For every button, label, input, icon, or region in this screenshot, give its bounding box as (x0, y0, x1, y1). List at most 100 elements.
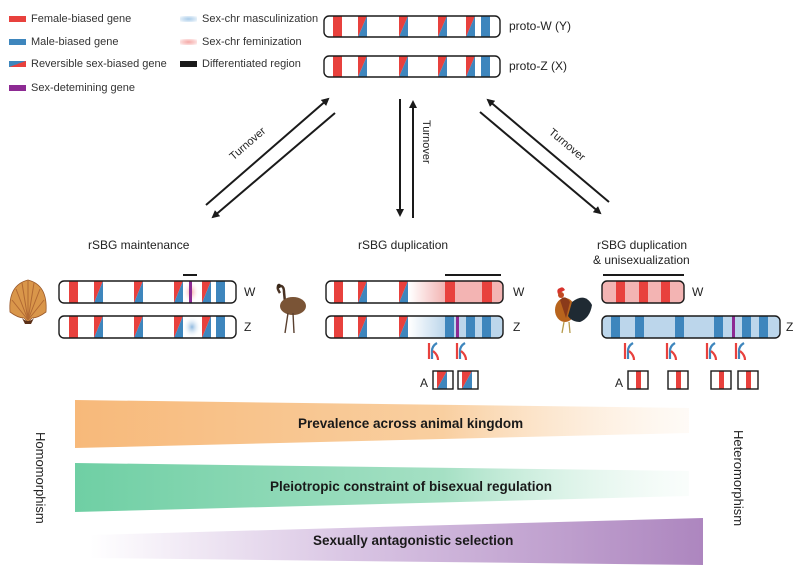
right-autosome-label: A (615, 376, 624, 390)
female-band (661, 281, 670, 303)
right-z-chromosome (602, 316, 780, 338)
legend-fem: Sex-chr feminization (180, 36, 302, 48)
reversible-band-blue (358, 16, 367, 37)
left-z-chromosome (59, 316, 236, 338)
autosome-blue (437, 371, 447, 389)
dup-red-curve (628, 350, 636, 361)
autosome-box (710, 370, 732, 390)
legend-label: Male-biased gene (31, 36, 119, 48)
center-autosome-label: A (420, 376, 429, 390)
proto-z-chromosome (324, 56, 500, 77)
female-band (333, 16, 342, 37)
male-band (611, 316, 620, 338)
reversible-band-blue (399, 56, 408, 77)
reversible-band-blue (94, 316, 103, 338)
male-band (466, 316, 475, 338)
right-w-label: W (692, 285, 704, 299)
scallop-icon (9, 279, 47, 324)
masc-swatch-icon (180, 16, 197, 22)
sexdet-band (456, 316, 459, 338)
legend-reversible: Reversible sex-biased gene (9, 58, 167, 70)
right-duplication-marks (623, 342, 759, 390)
center-w-label: W (513, 285, 525, 299)
reversible-band-blue (94, 281, 103, 303)
pleiotropic-bar (75, 463, 689, 512)
proto-w-outline (323, 15, 501, 38)
legend-label: Sex-detemining gene (31, 82, 135, 94)
legend-female: Female-biased gene (9, 13, 131, 25)
male-band (759, 316, 768, 338)
right-z-outline (601, 315, 781, 339)
feminization-fade (409, 281, 445, 303)
female-band (69, 281, 78, 303)
stage-center-title: rSBG duplication (358, 238, 449, 252)
dup-blue-strand (458, 342, 466, 359)
male-band (481, 16, 490, 37)
center-z-label: Z (513, 320, 521, 334)
male-band (445, 316, 454, 338)
legend-label: Sex-chr masculinization (202, 13, 319, 25)
male-band (216, 316, 225, 338)
female-band (616, 281, 625, 303)
arrow-left-down (211, 112, 336, 219)
antagonistic-label: Sexually antagonistic selection (313, 533, 514, 548)
right-w-outline (601, 280, 685, 304)
center-w-chromosome (326, 281, 503, 303)
dup-red-curve (739, 350, 747, 361)
autosome-red (636, 371, 641, 389)
autosome-box (457, 370, 479, 390)
left-w-label: W (244, 285, 256, 299)
emu-icon (276, 283, 306, 334)
reversible-band-blue (358, 281, 367, 303)
dup-red-curve (460, 350, 468, 361)
prevalence-bar (75, 400, 689, 448)
proto-w-label: proto-W (Y) (509, 19, 572, 33)
sexdet-swatch-icon (9, 85, 26, 91)
arrow-left-up (205, 97, 330, 206)
male-band (675, 316, 684, 338)
right-w-chromosome (602, 281, 684, 303)
dup-blue-strand (668, 342, 676, 359)
legend-masc: Sex-chr masculinization (180, 13, 318, 25)
female-band (69, 316, 78, 338)
male-band (216, 281, 225, 303)
male-swatch-icon (9, 39, 26, 45)
female-swatch-icon (9, 16, 26, 22)
male-band (481, 56, 490, 77)
stage-right-title-1: rSBG duplication (597, 238, 688, 252)
center-z-outline (325, 315, 504, 339)
reversible-band-blue (466, 56, 475, 77)
male-band (714, 316, 723, 338)
legend-label: Reversible sex-biased gene (31, 58, 167, 70)
diff-swatch-icon (180, 61, 197, 67)
chromosome-body (324, 56, 500, 77)
sexdet-band (732, 316, 735, 338)
reversible-swatch-icon (9, 61, 26, 67)
masculinization-region (602, 316, 780, 338)
female-band (334, 316, 343, 338)
dup-blue-strand (430, 342, 438, 359)
autosome-red (676, 371, 681, 389)
autosome-box (432, 370, 454, 390)
autosome-blue (462, 371, 472, 389)
pleiotropic-label: Pleiotropic constraint of bisexual regul… (270, 479, 553, 494)
dup-red-curve (670, 350, 678, 361)
dup-blue-strand (626, 342, 634, 359)
legend-label: Differentiated region (202, 58, 301, 70)
autosome-box (627, 370, 649, 390)
arrow-right-up (486, 98, 610, 203)
reversible-band-blue (202, 281, 211, 303)
rooster-icon (555, 287, 592, 334)
left-w-outline (58, 280, 237, 304)
reversible-band-blue (358, 56, 367, 77)
center-z-chromosome (326, 316, 503, 338)
prevalence-label: Prevalence across animal kingdom (298, 416, 524, 431)
legend-label: Sex-chr feminization (202, 36, 302, 48)
fem-swatch-icon (180, 39, 197, 45)
female-band (445, 281, 455, 303)
legend-diff: Differentiated region (180, 58, 301, 70)
female-band (333, 56, 342, 77)
stage-right-title-2: & unisexualization (593, 253, 690, 267)
reversible-band-blue (399, 281, 408, 303)
